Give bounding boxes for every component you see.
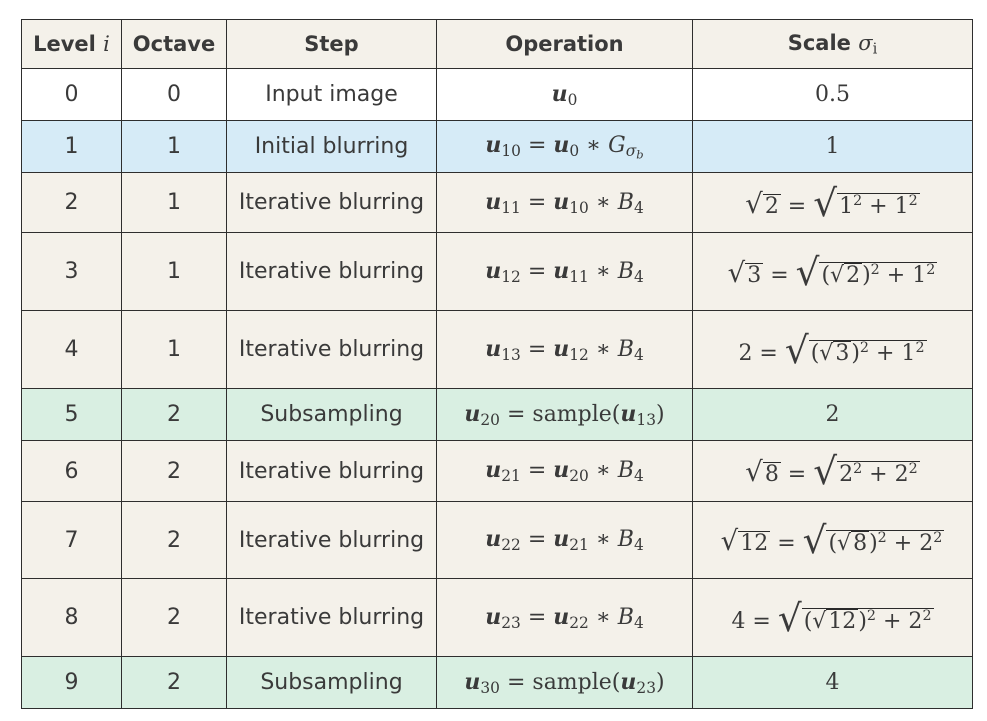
- step-cell: Iterative blurring: [226, 501, 437, 579]
- table-row: 5 2 Subsampling u20 = sample(u13) 2: [21, 388, 973, 441]
- operation-cell: u20 = sample(u13): [436, 388, 693, 441]
- scale-cell: 2 = √(√3)2 + 12: [692, 310, 973, 389]
- level-cell: 2: [21, 172, 122, 233]
- operation-cell: u23 = u22 ∗ B4: [436, 578, 693, 657]
- level-cell: 4: [21, 310, 122, 389]
- level-cell: 8: [21, 578, 122, 657]
- operation-cell: u30 = sample(u23): [436, 656, 693, 709]
- header-row: Level i Octave Step Operation Scale σi: [21, 19, 973, 69]
- operation-cell: u21 = u20 ∗ B4: [436, 440, 693, 502]
- scale-cell: √12 = √(√8)2 + 22: [692, 501, 973, 579]
- octave-cell: 2: [121, 501, 227, 579]
- header-step: Step: [226, 19, 437, 69]
- scale-cell: 4: [692, 656, 973, 709]
- octave-cell: 2: [121, 440, 227, 502]
- octave-cell: 1: [121, 310, 227, 389]
- table-row: 8 2 Iterative blurring u23 = u22 ∗ B4 4 …: [21, 578, 973, 657]
- header-scale: Scale σi: [692, 19, 973, 69]
- step-cell: Iterative blurring: [226, 172, 437, 233]
- octave-cell: 1: [121, 120, 227, 173]
- operation-cell: u13 = u12 ∗ B4: [436, 310, 693, 389]
- table-row: 9 2 Subsampling u30 = sample(u23) 4: [21, 656, 973, 709]
- step-cell: Iterative blurring: [226, 232, 437, 311]
- scale-cell: 1: [692, 120, 973, 173]
- operation-cell: u12 = u11 ∗ B4: [436, 232, 693, 311]
- table-row: 0 0 Input image u0 0.5: [21, 68, 973, 121]
- operation-cell: u22 = u21 ∗ B4: [436, 501, 693, 579]
- table-row: 2 1 Iterative blurring u11 = u10 ∗ B4 √2…: [21, 172, 973, 233]
- step-cell: Iterative blurring: [226, 578, 437, 657]
- operation-cell: u10 = u0 ∗ Gσb: [436, 120, 693, 173]
- level-cell: 3: [21, 232, 122, 311]
- step-cell: Initial blurring: [226, 120, 437, 173]
- octave-cell: 1: [121, 172, 227, 233]
- table-row: 3 1 Iterative blurring u12 = u11 ∗ B4 √3…: [21, 232, 973, 311]
- octave-cell: 2: [121, 656, 227, 709]
- table-row: 7 2 Iterative blurring u22 = u21 ∗ B4 √1…: [21, 501, 973, 579]
- operation-cell: u0: [436, 68, 693, 121]
- scale-cell: 4 = √(√12)2 + 22: [692, 578, 973, 657]
- step-cell: Subsampling: [226, 656, 437, 709]
- octave-cell: 1: [121, 232, 227, 311]
- octave-cell: 2: [121, 388, 227, 441]
- level-cell: 7: [21, 501, 122, 579]
- step-cell: Subsampling: [226, 388, 437, 441]
- header-octave: Octave: [121, 19, 227, 69]
- level-cell: 5: [21, 388, 122, 441]
- level-cell: 9: [21, 656, 122, 709]
- operation-cell: u11 = u10 ∗ B4: [436, 172, 693, 233]
- scale-cell: 2: [692, 388, 973, 441]
- scale-cell: √3 = √(√2)2 + 12: [692, 232, 973, 311]
- scale-cell: √2 = √12 + 12: [692, 172, 973, 233]
- level-cell: 1: [21, 120, 122, 173]
- step-cell: Iterative blurring: [226, 310, 437, 389]
- step-cell: Input image: [226, 68, 437, 121]
- level-cell: 0: [21, 68, 122, 121]
- table-row: 6 2 Iterative blurring u21 = u20 ∗ B4 √8…: [21, 440, 973, 502]
- table-row: 4 1 Iterative blurring u13 = u12 ∗ B4 2 …: [21, 310, 973, 389]
- step-cell: Iterative blurring: [226, 440, 437, 502]
- scale-cell: 0.5: [692, 68, 973, 121]
- octave-cell: 2: [121, 578, 227, 657]
- octave-cell: 0: [121, 68, 227, 121]
- header-operation: Operation: [436, 19, 693, 69]
- scale-space-table: Level i Octave Step Operation Scale σi 0…: [21, 19, 973, 709]
- table-row: 1 1 Initial blurring u10 = u0 ∗ Gσb 1: [21, 120, 973, 173]
- level-cell: 6: [21, 440, 122, 502]
- scale-cell: √8 = √22 + 22: [692, 440, 973, 502]
- header-level: Level i: [21, 19, 122, 69]
